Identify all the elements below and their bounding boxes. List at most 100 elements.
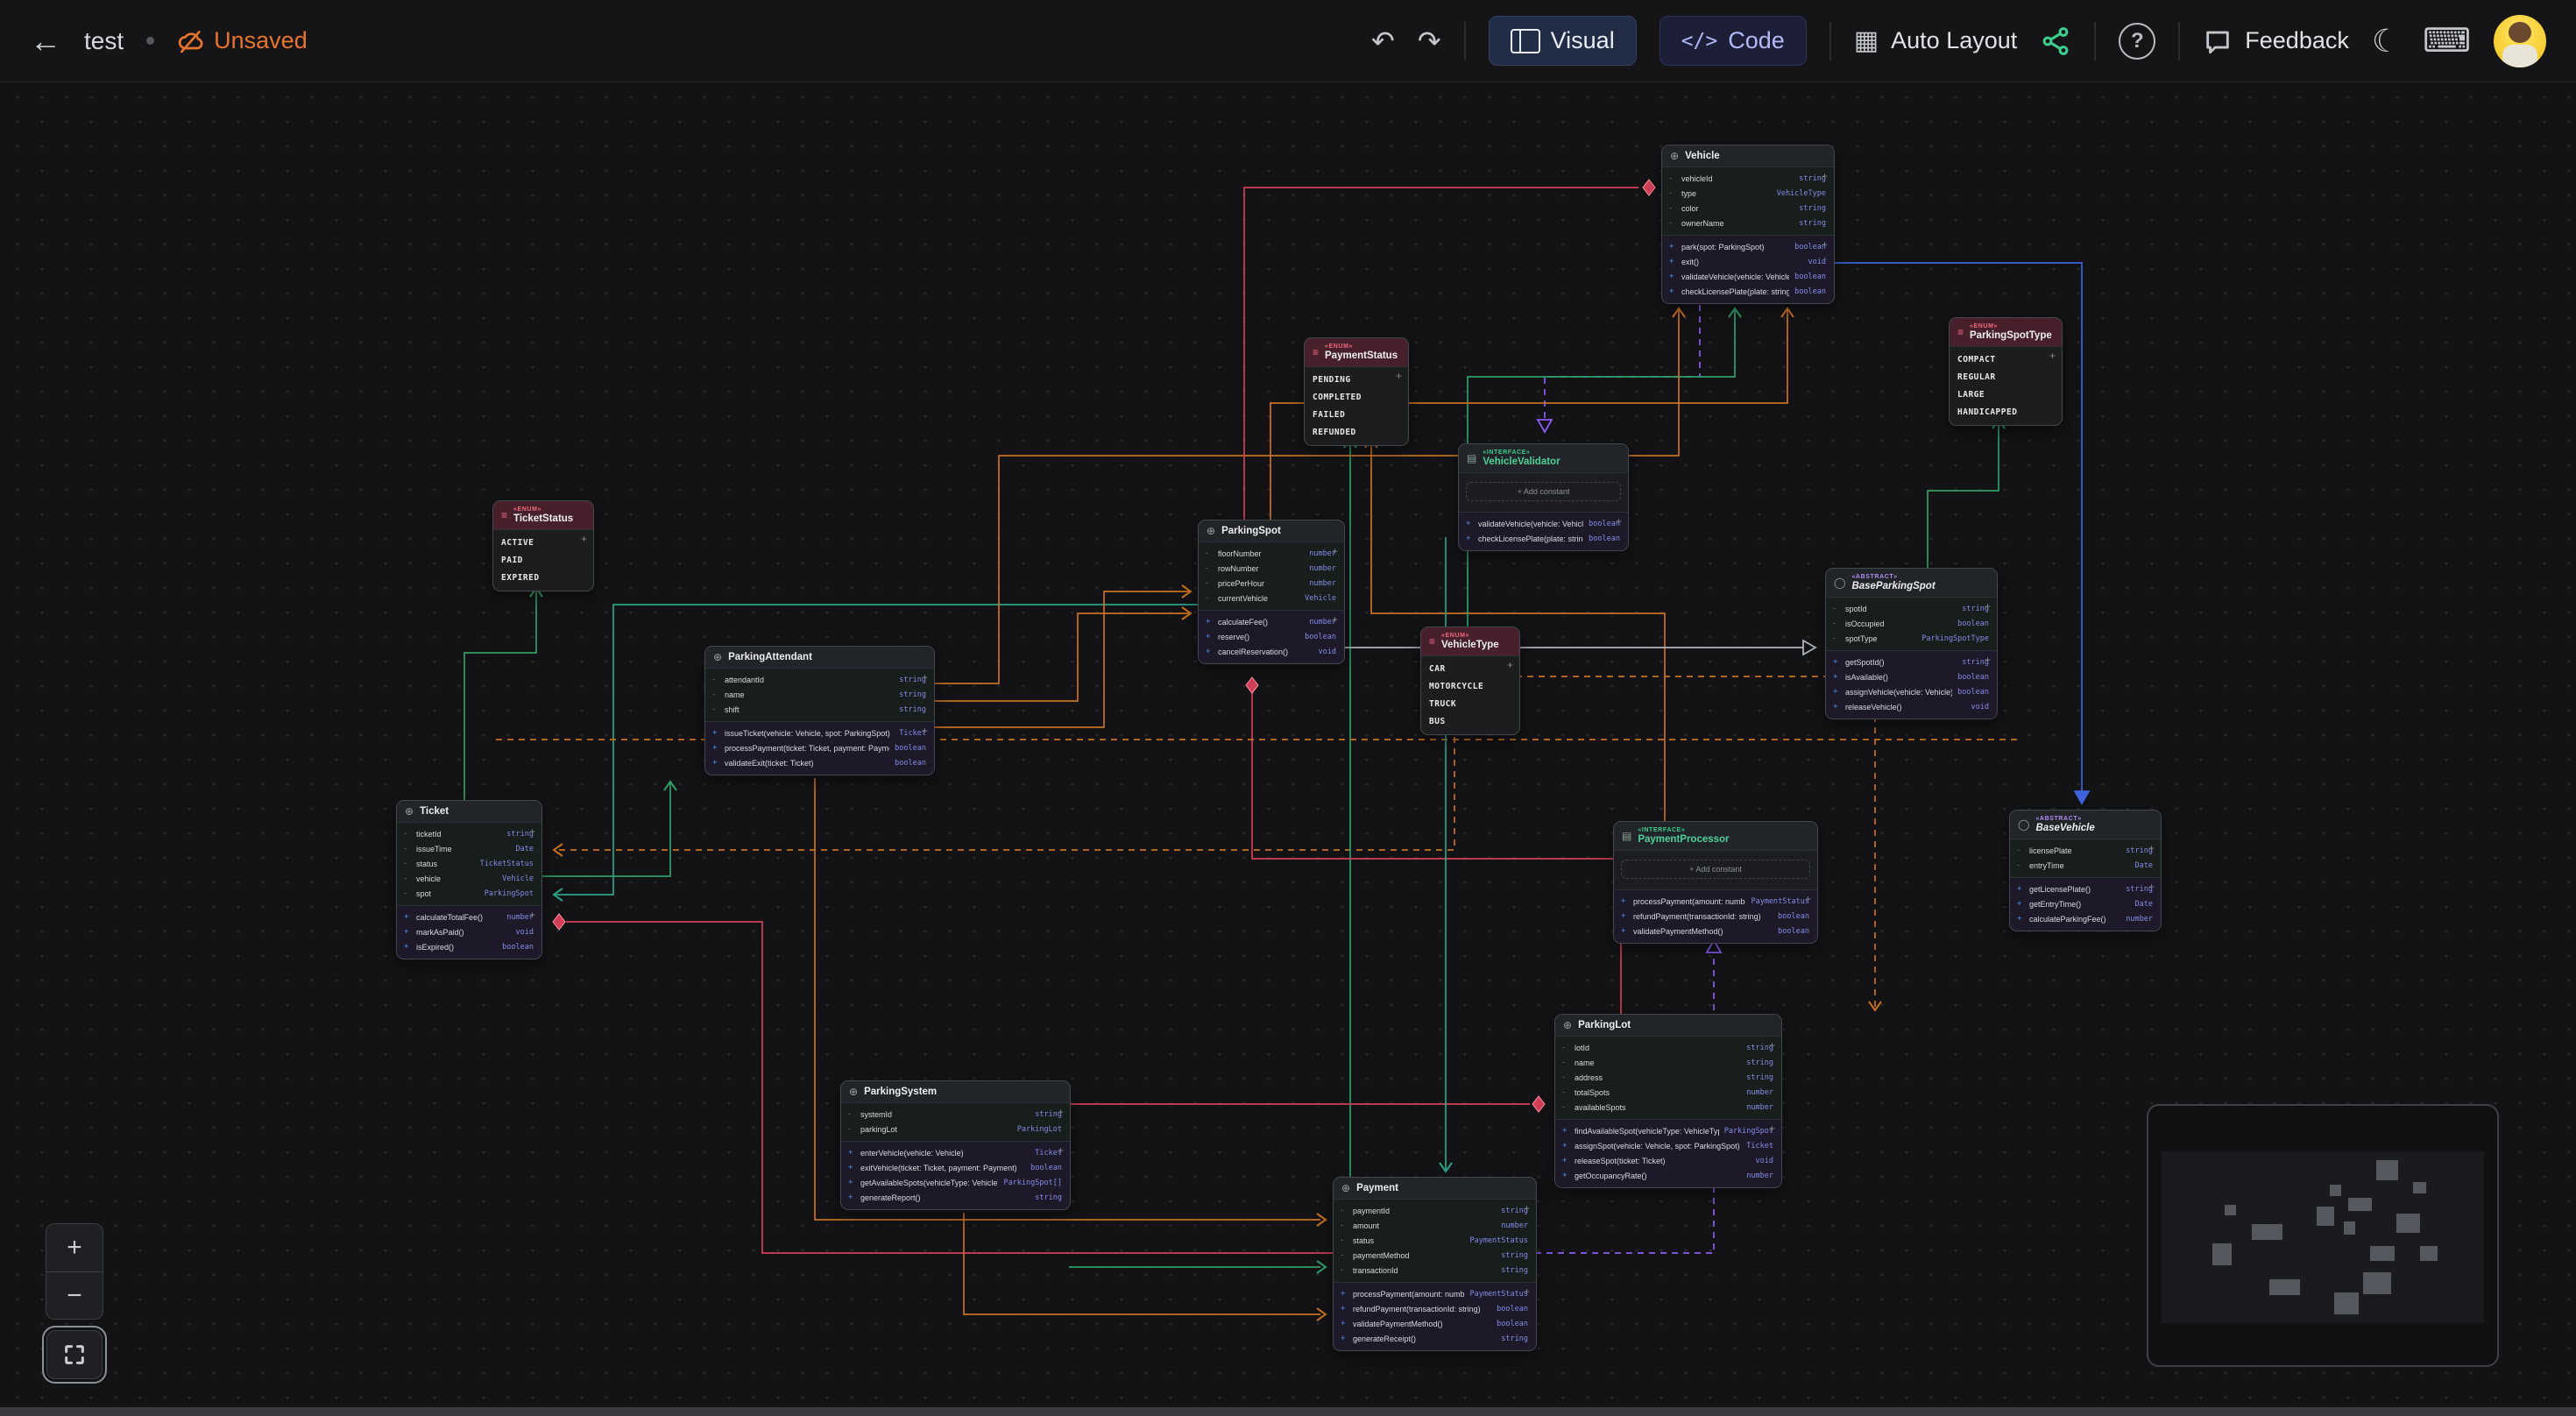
redo-button[interactable]: ↷ — [1417, 25, 1441, 57]
add-attribute-button[interactable]: + — [1984, 600, 1991, 612]
add-method-button[interactable]: + — [1768, 1122, 1775, 1135]
method-row[interactable]: +validateVehicle(vehicle: Vehicle)boolea… — [1669, 272, 1826, 281]
method-row[interactable]: +getLicensePlate()string — [2017, 884, 2153, 894]
add-method-button[interactable]: + — [1523, 1285, 1530, 1298]
method-row[interactable]: +processPayment(ticket: Ticket, payment:… — [712, 743, 926, 753]
add-constant-button[interactable]: + Add constant — [1466, 482, 1621, 501]
enum-value-row[interactable]: ACTIVE — [501, 537, 534, 548]
node-header[interactable]: ⊕Ticket — [397, 801, 541, 822]
add-method-button[interactable]: + — [1057, 1144, 1064, 1157]
document-title[interactable]: test — [84, 26, 124, 54]
dark-mode-toggle[interactable]: ☾ — [2371, 22, 2401, 59]
add-method-button[interactable]: + — [1821, 238, 1828, 251]
method-row[interactable]: +assignSpot(vehicle: Vehicle, spot: Park… — [1562, 1141, 1773, 1150]
method-row[interactable]: +getSpotId()string — [1833, 657, 1989, 667]
method-row[interactable]: +getAvailableSpots(vehicleType: VehicleT… — [848, 1178, 1062, 1187]
minimap[interactable] — [2147, 1104, 2499, 1367]
method-row[interactable]: +exitVehicle(ticket: Ticket, payment: Pa… — [848, 1163, 1062, 1172]
method-row[interactable]: +processPayment(amount: number)PaymentSt… — [1621, 896, 1809, 906]
keyboard-shortcuts-button[interactable]: ⌨ — [2423, 22, 2471, 60]
add-method-button[interactable]: + — [921, 725, 928, 737]
zoom-in-button[interactable]: + — [67, 1233, 82, 1262]
enum-value-row[interactable]: HANDICAPPED — [1957, 407, 2018, 417]
method-row[interactable]: +getOccupancyRate()number — [1562, 1171, 1773, 1180]
add-method-button[interactable]: + — [528, 909, 535, 921]
node-header[interactable]: ≡«ENUM»PaymentStatus — [1305, 338, 1408, 366]
enum-value-row[interactable]: MOTORCYCLE — [1429, 681, 1484, 691]
enum-value-row[interactable]: COMPACT — [1957, 354, 1996, 365]
enum-value-row[interactable]: BUS — [1429, 716, 1446, 726]
horizontal-scrollbar[interactable] — [0, 1407, 2576, 1416]
method-row[interactable]: +assignVehicle(vehicle: Vehicle)boolean — [1833, 687, 1989, 697]
method-row[interactable]: +calculateParkingFee()number — [2017, 914, 2153, 924]
node-header[interactable]: ▤«INTERFACE»VehicleValidator — [1459, 444, 1628, 472]
node-PaymentProcessor[interactable]: ▤«INTERFACE»PaymentProcessor+ Add consta… — [1613, 821, 1818, 944]
node-header[interactable]: ≡«ENUM»VehicleType — [1421, 627, 1519, 655]
add-attribute-button[interactable]: + — [1331, 545, 1338, 557]
node-header[interactable]: ≡«ENUM»ParkingSpotType — [1950, 318, 2062, 346]
node-header[interactable]: ⊕ParkingSystem — [841, 1081, 1070, 1102]
add-method-button[interactable]: + — [2148, 881, 2155, 893]
node-VehicleValidator[interactable]: ▤«INTERFACE»VehicleValidator + Add consta… — [1458, 443, 1629, 551]
add-attribute-button[interactable]: + — [1768, 1039, 1775, 1051]
method-row[interactable]: +calculateTotalFee()number — [404, 912, 534, 922]
node-header[interactable]: ⊕ParkingSpot — [1199, 520, 1344, 542]
help-button[interactable]: ? — [2119, 22, 2156, 60]
node-header[interactable]: ◯«ABSTRACT»BaseVehicle — [2010, 811, 2161, 839]
share-icon[interactable] — [2040, 25, 2071, 57]
method-row[interactable]: +checkLicensePlate(plate: string)boolean — [1466, 534, 1620, 543]
add-method-button[interactable]: + — [1804, 893, 1811, 905]
node-header[interactable]: ⊕Payment — [1334, 1178, 1536, 1199]
method-row[interactable]: +checkLicensePlate(plate: string)boolean — [1669, 287, 1826, 296]
add-constant-button[interactable]: + Add constant — [1621, 860, 1810, 879]
add-member-button[interactable]: + — [2049, 350, 2056, 362]
undo-button[interactable]: ↶ — [1371, 25, 1395, 57]
zoom-out-button[interactable]: − — [46, 1271, 103, 1319]
method-row[interactable]: +generateReport()string — [848, 1193, 1062, 1202]
add-member-button[interactable]: + — [580, 533, 587, 545]
auto-layout-button[interactable]: ▦ Auto Layout — [1854, 25, 2017, 56]
method-row[interactable]: +validateExit(ticket: Ticket)boolean — [712, 758, 926, 768]
fit-view-button[interactable] — [42, 1326, 107, 1384]
method-row[interactable]: +isAvailable()boolean — [1833, 672, 1989, 682]
node-header[interactable]: ⊕Vehicle — [1662, 145, 1834, 166]
method-row[interactable]: +issueTicket(vehicle: Vehicle, spot: Par… — [712, 728, 926, 738]
method-row[interactable]: +park(spot: ParkingSpot)boolean — [1669, 242, 1826, 251]
enum-value-row[interactable]: CAR — [1429, 663, 1446, 674]
method-row[interactable]: +cancelReservation()void — [1206, 647, 1336, 656]
enum-value-row[interactable]: TRUCK — [1429, 698, 1457, 709]
method-row[interactable]: +validatePaymentMethod()boolean — [1341, 1319, 1528, 1328]
add-attribute-button[interactable]: + — [528, 825, 535, 838]
